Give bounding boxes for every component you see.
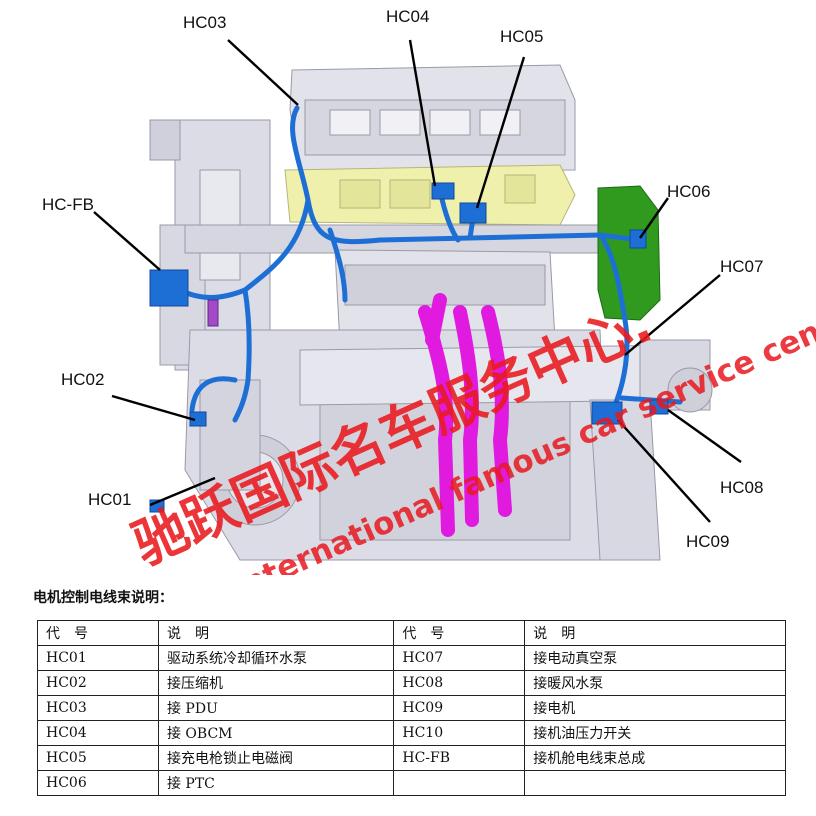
cell-code: HC-FB: [393, 745, 526, 771]
table-row: HC01 驱动系统冷却循环水泵 HC07 接电动真空泵: [37, 645, 786, 671]
header-desc-right: 说明: [524, 620, 786, 646]
cell-code: HC01: [37, 645, 159, 671]
header-code-right: 代号: [393, 620, 526, 646]
label-hc02: HC02: [61, 370, 104, 389]
table-caption: 电机控制电线束说明：: [33, 590, 173, 606]
coolant-pipes: [418, 293, 512, 537]
table-row: HC06 接 PTC: [37, 770, 786, 796]
cell-desc: 接 PTC: [157, 770, 395, 796]
label-hc01: HC01: [88, 490, 131, 509]
cell-code: [393, 770, 526, 796]
cell-code: HC03: [37, 695, 159, 721]
table-row: HC05 接充电枪锁止电磁阀 HC-FB 接机舱电线束总成: [37, 745, 786, 771]
cell-code: HC05: [37, 745, 159, 771]
header-desc-left: 说明: [157, 620, 395, 646]
label-hc09: HC09: [686, 532, 729, 551]
label-hc08: HC08: [720, 478, 763, 497]
cell-desc: [524, 770, 786, 796]
table-row: HC04 接 OBCM HC10 接机油压力开关: [37, 720, 786, 746]
cell-code: HC08: [393, 670, 526, 696]
cell-desc: 驱动系统冷却循环水泵: [157, 645, 395, 671]
label-hc07: HC07: [720, 257, 763, 276]
cell-desc: 接暖风水泵: [524, 670, 786, 696]
cell-desc: 接电机: [524, 695, 786, 721]
cell-desc: 接机舱电线束总成: [524, 745, 786, 771]
table-row: HC02 接压缩机 HC08 接暖风水泵: [37, 670, 786, 696]
label-hc04: HC04: [386, 7, 429, 26]
header-code-left: 代号: [37, 620, 159, 646]
harness-connectors: [149, 182, 669, 513]
table-row: HC03 接 PDU HC09 接电机: [37, 695, 786, 721]
ptc-module: [597, 185, 661, 321]
label-hc03: HC03: [183, 13, 226, 32]
cell-code: HC04: [37, 720, 159, 746]
cell-desc: 接压缩机: [157, 670, 395, 696]
label-hc05: HC05: [500, 27, 543, 46]
cell-desc: 接电动真空泵: [524, 645, 786, 671]
cell-desc: 接 PDU: [157, 695, 395, 721]
cell-code: HC10: [393, 720, 526, 746]
harness-diagram: HC03 HC04 HC05 HC-FB HC06 HC07 HC02 HC08…: [42, 7, 816, 575]
table-header-row: 代号 说明 代号 说明: [37, 620, 786, 646]
cell-desc: 接充电枪锁止电磁阀: [157, 745, 395, 771]
cell-code: HC07: [393, 645, 526, 671]
harness-legend-table: 代号 说明 代号 说明 HC01 驱动系统冷却循环水泵 HC07 接电动真空泵 …: [37, 620, 786, 796]
cell-code: HC09: [393, 695, 526, 721]
cell-desc: 接 OBCM: [157, 720, 395, 746]
cell-code: HC02: [37, 670, 159, 696]
wiring-harness: [177, 105, 683, 423]
cell-code: HC06: [37, 770, 159, 796]
cell-desc: 接机油压力开关: [524, 720, 786, 746]
leader-lines: [93, 39, 742, 523]
label-hc-fb: HC-FB: [42, 195, 94, 214]
label-hc06: HC06: [667, 182, 710, 201]
